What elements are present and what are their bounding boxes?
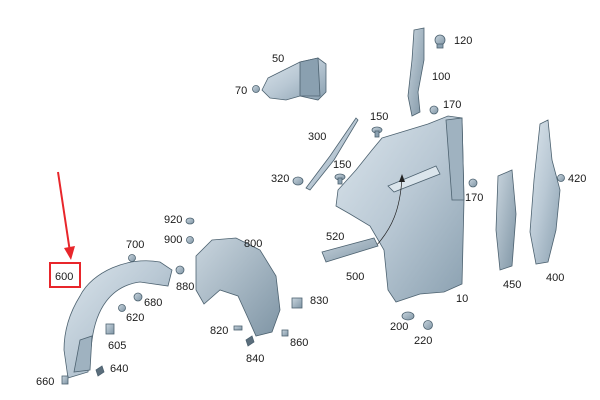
clip-part-70 xyxy=(252,85,260,93)
clip-part-220 xyxy=(423,320,433,330)
callout-520[interactable]: 520 xyxy=(326,231,344,243)
highlight-box xyxy=(49,262,81,288)
clip-part-840 xyxy=(245,335,255,347)
callout-170b[interactable]: 170 xyxy=(465,192,483,204)
callout-150b[interactable]: 150 xyxy=(333,159,351,171)
callout-600[interactable]: 600 xyxy=(55,271,73,283)
clip-part-830 xyxy=(291,297,303,309)
callout-10[interactable]: 10 xyxy=(456,293,468,305)
callout-70[interactable]: 70 xyxy=(235,85,247,97)
screw-part-660 xyxy=(61,375,69,385)
clip-part-150a xyxy=(371,126,383,138)
callout-820[interactable]: 820 xyxy=(210,325,228,337)
callout-680[interactable]: 680 xyxy=(144,297,162,309)
clip-part-700 xyxy=(128,254,136,262)
fender-part-10 xyxy=(335,115,465,303)
screw-part-860 xyxy=(281,329,289,337)
callout-220[interactable]: 220 xyxy=(414,335,432,347)
callout-420[interactable]: 420 xyxy=(568,173,586,185)
screw-part-820 xyxy=(233,325,243,331)
panel-part-450 xyxy=(495,169,517,271)
clip-part-900 xyxy=(186,236,194,244)
callout-150a[interactable]: 150 xyxy=(370,111,388,123)
arrow-line-part-500 xyxy=(375,174,405,247)
callout-100[interactable]: 100 xyxy=(432,71,450,83)
callout-200[interactable]: 200 xyxy=(390,321,408,333)
callout-640[interactable]: 640 xyxy=(110,363,128,375)
callout-605[interactable]: 605 xyxy=(108,340,126,352)
clip-part-880 xyxy=(175,265,185,275)
panel-part-400 xyxy=(529,119,561,265)
callout-700[interactable]: 700 xyxy=(126,239,144,251)
callout-50[interactable]: 50 xyxy=(272,53,284,65)
callout-860[interactable]: 860 xyxy=(290,337,308,349)
clip-part-605 xyxy=(105,323,115,335)
clip-part-420 xyxy=(557,174,565,182)
badge-part-520 xyxy=(321,237,379,263)
callout-170a[interactable]: 170 xyxy=(443,99,461,111)
clip-part-120 xyxy=(434,34,446,49)
seal-strip-part-300 xyxy=(305,117,359,191)
callout-620[interactable]: 620 xyxy=(126,312,144,324)
callout-660[interactable]: 660 xyxy=(36,376,54,388)
callout-320[interactable]: 320 xyxy=(271,173,289,185)
clip-part-320 xyxy=(292,176,304,186)
clip-part-920 xyxy=(185,217,195,225)
callout-800[interactable]: 800 xyxy=(244,238,262,250)
clip-part-150b xyxy=(334,173,346,185)
clip-part-200 xyxy=(401,311,415,321)
clip-part-680 xyxy=(133,292,143,302)
clip-part-170a xyxy=(429,105,439,115)
callout-120[interactable]: 120 xyxy=(454,35,472,47)
callout-500[interactable]: 500 xyxy=(346,271,364,283)
callout-880[interactable]: 880 xyxy=(176,281,194,293)
callout-900[interactable]: 900 xyxy=(164,234,182,246)
wheel-arch-liner-part-600 xyxy=(63,260,173,379)
callout-400[interactable]: 400 xyxy=(546,272,564,284)
clip-part-640 xyxy=(95,365,105,377)
highlight-arrow xyxy=(57,171,75,260)
callout-450[interactable]: 450 xyxy=(503,279,521,291)
callout-300[interactable]: 300 xyxy=(308,131,326,143)
callout-830[interactable]: 830 xyxy=(310,295,328,307)
liner-part-800 xyxy=(195,237,281,337)
strut-part-100 xyxy=(407,27,425,117)
callout-920[interactable]: 920 xyxy=(164,214,182,226)
clip-part-170b xyxy=(468,178,478,188)
callout-840[interactable]: 840 xyxy=(246,353,264,365)
clip-part-620 xyxy=(118,304,126,312)
bracket-part-50 xyxy=(261,57,327,101)
